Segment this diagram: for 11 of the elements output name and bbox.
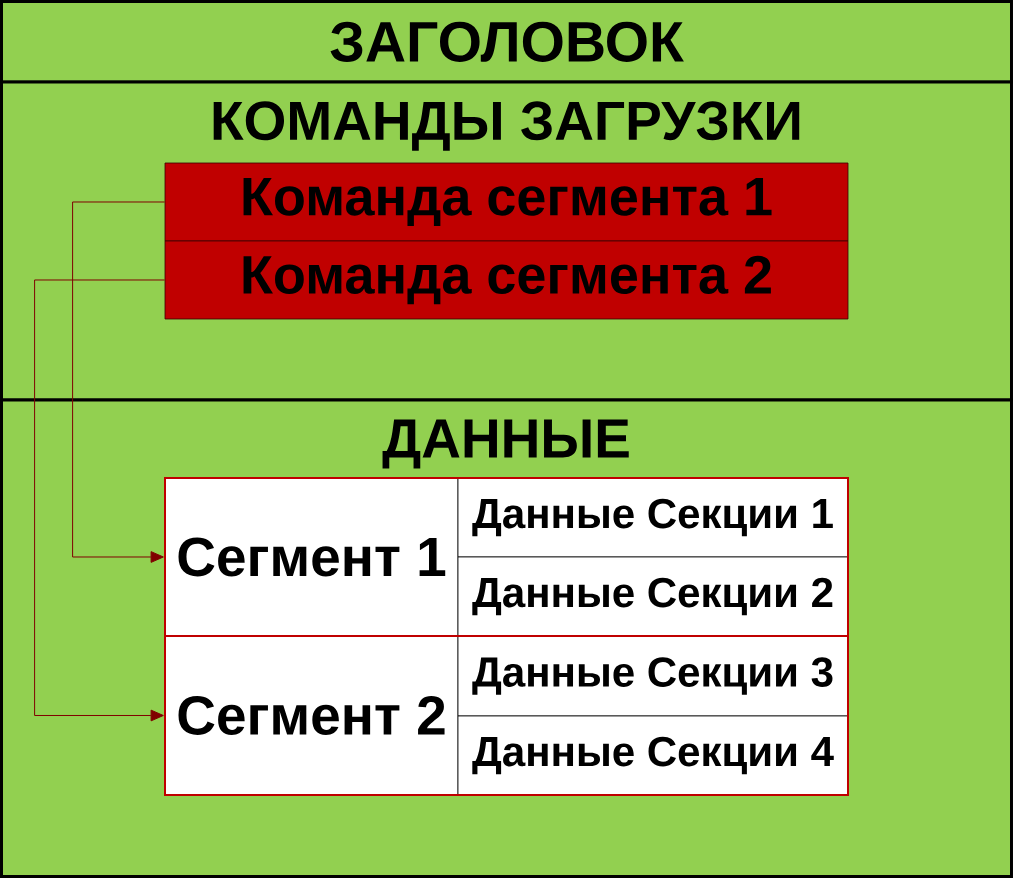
title-band: ЗАГОЛОВОК [0, 0, 1013, 84]
segment-cell: Сегмент 2 [164, 635, 459, 796]
section-data-cell: Данные Секции 4 [457, 715, 849, 796]
section-data-cell: Данные Секции 2 [457, 556, 849, 637]
command-box: Команда сегмента 1 [164, 162, 849, 242]
arrow [72, 201, 166, 563]
section-data-cell: Данные Секции 1 [457, 477, 849, 558]
section-data-cell: Данные Секции 3 [457, 635, 849, 717]
command-box: Команда сегмента 2 [164, 240, 849, 320]
arrow [34, 279, 166, 722]
segment-cell: Сегмент 1 [164, 477, 459, 637]
